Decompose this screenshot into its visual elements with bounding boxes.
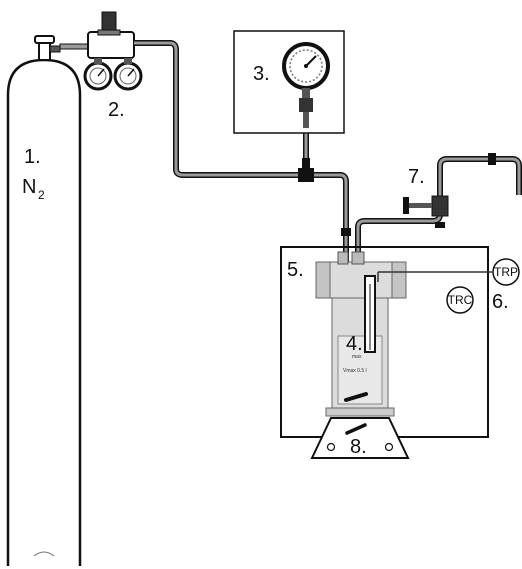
nitrogen-cylinder xyxy=(6,35,82,566)
trp-sensor-symbol xyxy=(492,258,520,286)
trc-controller-symbol xyxy=(446,286,474,314)
enclosure-label: 5. xyxy=(287,259,304,281)
cylinder-gas-subscript: 2 xyxy=(38,188,45,202)
trp-tag: TRP xyxy=(494,265,518,279)
cylinder-number-label: 1. xyxy=(24,146,41,168)
vessel-volume-text: Vmax 0.5 l xyxy=(343,368,367,374)
outlet-line xyxy=(355,156,522,272)
stirrer-label: 8. xyxy=(350,436,367,458)
magnetic-stirrer xyxy=(310,417,410,459)
pressure-vessel xyxy=(315,251,407,417)
sensor-label: 6. xyxy=(492,291,509,313)
sensor-signal-line xyxy=(377,271,492,282)
line-coupling xyxy=(341,228,351,236)
gas-line-main xyxy=(134,40,349,232)
valve-label: 7. xyxy=(408,166,425,188)
cylinder-gas-label: N xyxy=(22,176,36,198)
outlet-coupling xyxy=(435,153,496,228)
needle-valve xyxy=(403,195,449,217)
pressure-gauge xyxy=(282,42,330,128)
vessel-level-text: max xyxy=(352,354,362,360)
tee-fitting xyxy=(298,158,314,182)
pressure-regulator xyxy=(59,11,143,91)
pressure-gauge-label: 3. xyxy=(253,63,270,85)
vessel-label: 4. xyxy=(346,333,363,355)
regulator-label: 2. xyxy=(108,99,125,121)
trc-tag: TRC xyxy=(448,293,473,307)
